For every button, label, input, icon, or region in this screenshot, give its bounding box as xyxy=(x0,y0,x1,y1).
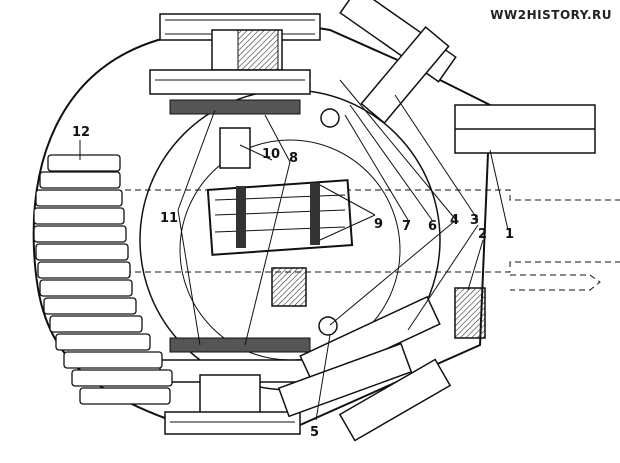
left-ammo-stack xyxy=(33,154,173,405)
callout-10: 10 xyxy=(262,147,280,162)
callout-9: 9 xyxy=(374,217,383,232)
callout-4: 4 xyxy=(450,213,459,228)
callout-3: 3 xyxy=(470,213,479,228)
gun-outline xyxy=(125,189,620,291)
right-bottom-ammo-rack xyxy=(277,287,486,442)
callout-11: 11 xyxy=(160,211,178,226)
top-ammo-rack xyxy=(149,13,321,115)
bottom-ammo-rack xyxy=(159,337,311,435)
center-ammo-bundle xyxy=(206,127,354,307)
leader-lines xyxy=(79,79,509,421)
callout-6: 6 xyxy=(428,219,437,234)
watermark: WW2HISTORY.RU xyxy=(490,8,612,22)
callout-7: 7 xyxy=(402,219,411,234)
callout-1: 1 xyxy=(505,227,514,242)
callout-12: 12 xyxy=(72,125,90,140)
callout-5: 5 xyxy=(310,425,319,440)
callout-2: 2 xyxy=(478,227,487,242)
callout-8: 8 xyxy=(289,151,298,166)
right-top-ammo-rack xyxy=(320,0,596,154)
